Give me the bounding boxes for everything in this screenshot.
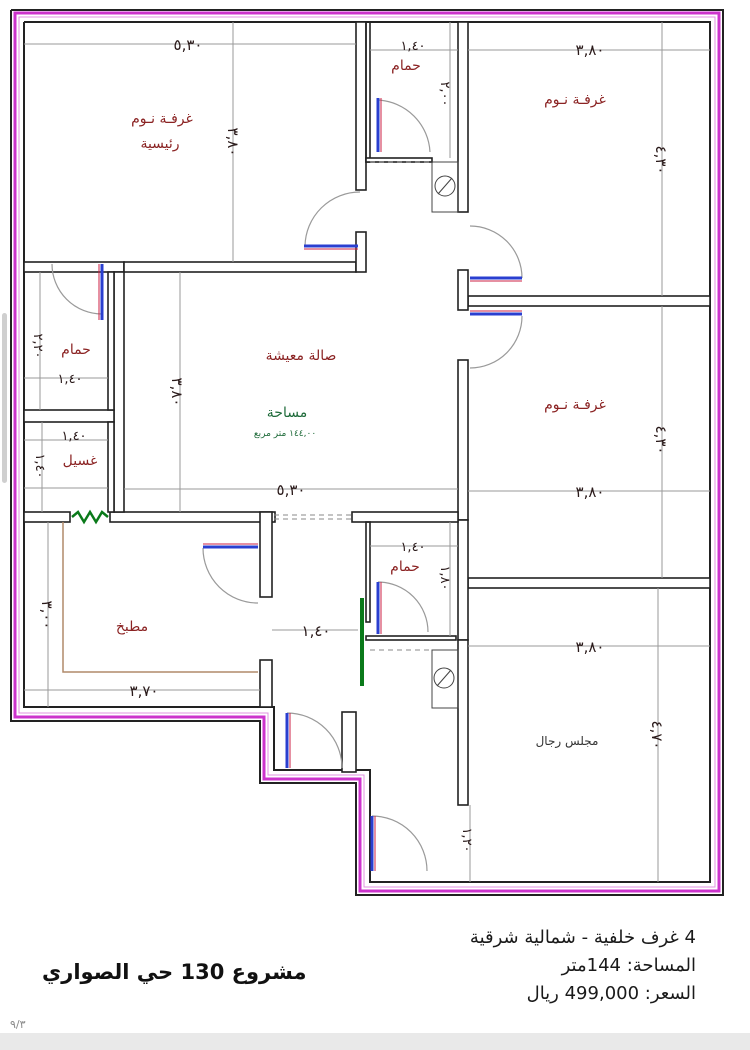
dim-bath-top-width: ١,٤٠ [400,39,425,54]
room-label-bedroom-mid: غرفـة نـوم [544,397,606,413]
dim-bath-left-width: ١,٤٠ [57,372,82,387]
room-label-master-bedroom: غرفـة نـوم [131,111,193,127]
dim-majlis-width: ٣,٨٠ [576,638,605,656]
room-label-men-majlis: مجلس رجال [536,734,599,749]
dim-bath-center-width: ١,٤٠ [400,540,425,555]
door-leaf-accents [98,98,522,871]
dim-master-width: ٥,٣٠ [174,36,203,54]
room-label-laundry: غسيل [63,453,98,469]
dim-bedroom-mid-width: ٣,٨٠ [576,483,605,501]
dim-bath-center-height: ١,٨٠ [437,565,452,590]
dim-bath-top-height: ٢,٠٠ [437,81,452,106]
info-bedrooms-orientation: 4 غرف خلفية - شمالية شرقية [469,927,696,948]
page-number: ٩/٣ [10,1018,26,1031]
room-label-kitchen: مطبخ [116,619,148,635]
kitchen-counter [62,522,258,673]
dim-bath-left-height: ٢,٢٠ [30,333,45,358]
area-value: ١٤٤,٠٠ متر مربع [254,429,316,439]
dim-bedroom-mid-height: ٤,٣٠ [652,426,670,455]
dim-majlis-height: ٤,٧٠ [648,721,666,750]
dim-living-height: ٣,٨٠ [168,378,186,407]
room-label-bath-left: حمام [61,342,91,358]
dim-laundry-height: ١,٤٠ [32,453,47,478]
bottom-bar [0,1033,750,1050]
door-leaves [100,98,522,871]
dim-bedroom-top-height: ٤,٣٠ [652,146,670,175]
plot-boundary-inner [18,16,716,888]
outer-walls [10,9,724,896]
dim-bedroom-top-width: ٣,٨٠ [576,41,605,59]
info-price: السعر: 499,000 ريال [526,983,696,1004]
water-heater-symbol [71,509,109,525]
corridor-partition [360,598,364,686]
room-label-master-bedroom-sub: رئيسية [140,136,179,152]
door-swings [51,99,523,872]
floor-plan: غرفـة نـوم رئيسية غرفـة نـوم غرفـة نـوم … [10,9,724,896]
dim-kitchen-height: ٣,٠٠ [38,601,56,630]
room-label-living-hall: صالة معيشة [266,348,337,364]
room-label-bedroom-top: غرفـة نـوم [544,92,606,108]
info-area: المساحة: 144متر [561,955,696,976]
dim-corridor-width: ١,٤٠ [302,622,331,640]
dim-entry-height: ١,٢٠ [459,827,474,852]
area-label: مساحة [267,405,307,421]
dim-master-height: ٣,٨٠ [224,128,242,157]
openings [24,161,458,651]
dim-kitchen-width: ٣,٧٠ [130,682,159,700]
room-label-bath-center: حمام [390,559,420,575]
plot-boundary-outline [13,11,721,893]
project-title: مشروع 130 حي الصواري [42,960,307,984]
interior-walls [23,21,711,806]
dim-laundry-width: ١,٤٠ [61,429,86,444]
dim-living-width: ٥,٣٠ [277,481,306,499]
scrollbar-handle[interactable] [2,313,7,483]
shaft-symbols [431,161,459,709]
dimension-lines [24,22,710,882]
room-label-bath-top: حمام [391,58,421,74]
